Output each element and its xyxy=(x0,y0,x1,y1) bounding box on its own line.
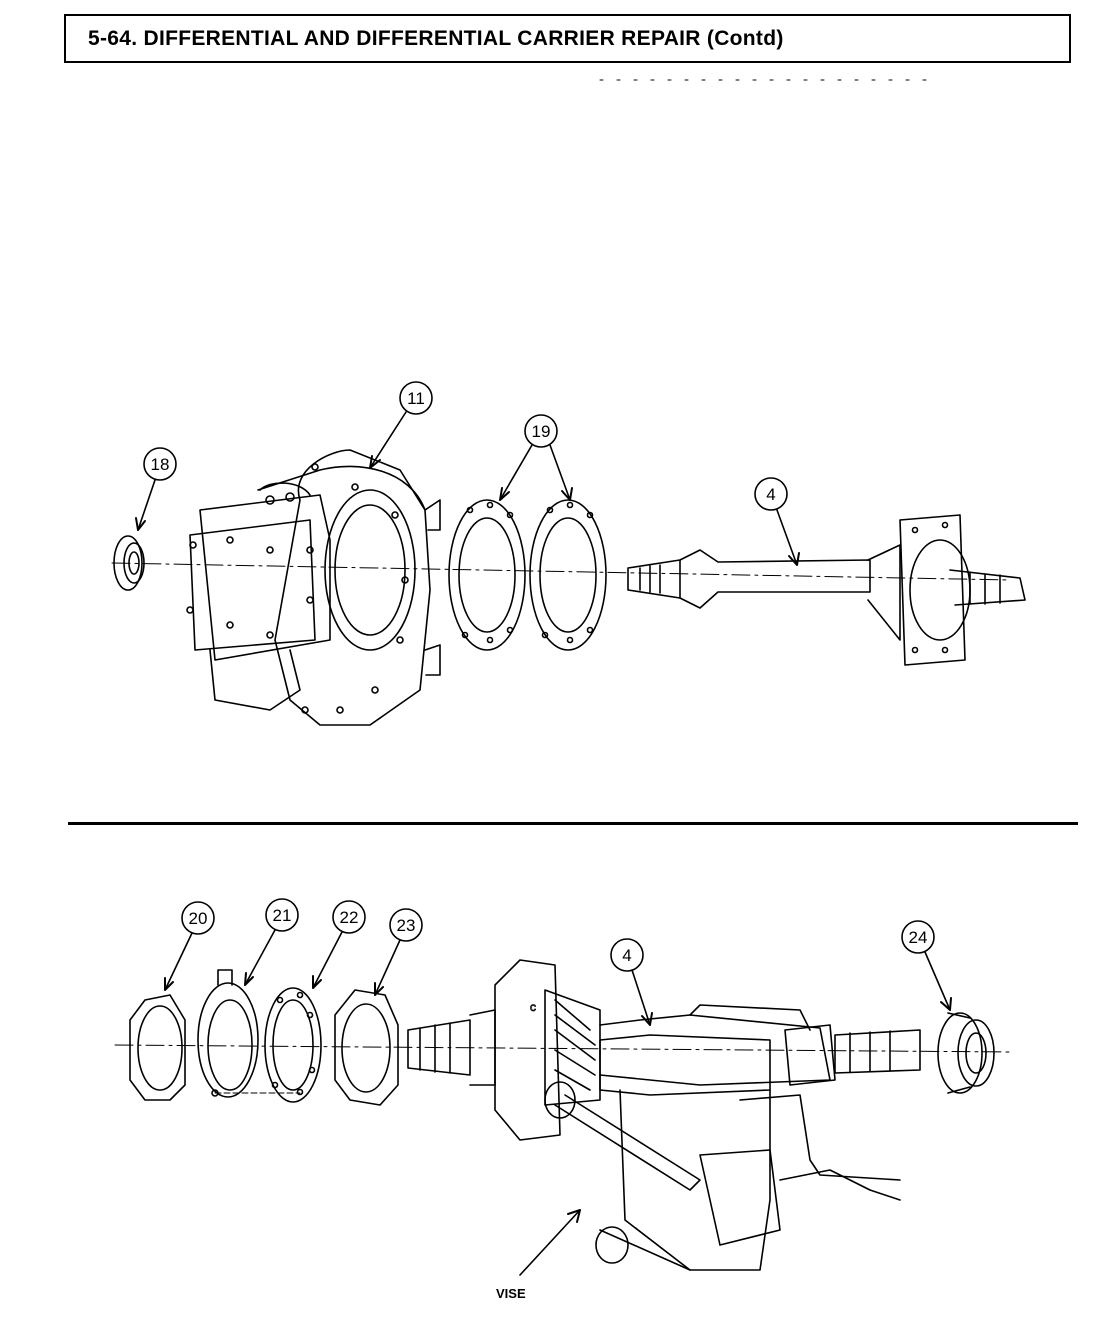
svg-text:19: 19 xyxy=(532,422,551,441)
callout-24: 24 xyxy=(901,920,952,1011)
callout-21: 21 xyxy=(244,898,299,986)
vise-label: VISE xyxy=(496,1286,526,1301)
pinion-shaft-4 xyxy=(627,514,1026,666)
section-header: 5-64. DIFFERENTIAL AND DIFFERENTIAL CARR… xyxy=(64,14,1071,63)
callout-11: 11 xyxy=(369,381,433,469)
callout-23: 23 xyxy=(374,908,423,996)
shim-19-a xyxy=(448,499,526,651)
bearing-24 xyxy=(937,1012,995,1094)
centerline-bottom xyxy=(114,1044,1011,1053)
callout-19: 19 xyxy=(499,414,573,501)
section-divider xyxy=(68,822,1078,825)
vise-callout: VISE xyxy=(496,1209,581,1301)
svg-text:c: c xyxy=(530,1000,536,1014)
top-exploded-view: 11 18 19 4 xyxy=(111,79,1026,726)
svg-text:4: 4 xyxy=(766,485,775,504)
svg-text:4: 4 xyxy=(622,946,631,965)
svg-text:20: 20 xyxy=(189,909,208,928)
callout-22: 22 xyxy=(312,900,366,989)
callout-20: 20 xyxy=(164,901,215,991)
section-title: 5-64. DIFFERENTIAL AND DIFFERENTIAL CARR… xyxy=(88,27,784,50)
callout-18: 18 xyxy=(135,447,177,531)
shim-19-b xyxy=(529,499,607,651)
carrier-housing-11 xyxy=(186,449,441,726)
pinion-in-vise-4: c xyxy=(407,959,921,1271)
seal-18 xyxy=(113,535,145,591)
svg-text:23: 23 xyxy=(397,916,416,935)
svg-text:22: 22 xyxy=(340,908,359,927)
callout-4-top: 4 xyxy=(754,477,800,566)
svg-text:11: 11 xyxy=(407,389,425,408)
callout-4-bottom: 4 xyxy=(610,938,653,1026)
svg-text:21: 21 xyxy=(273,906,292,925)
nut-20 xyxy=(129,994,186,1101)
svg-text:24: 24 xyxy=(909,928,928,947)
svg-text:18: 18 xyxy=(151,455,170,474)
ring-22 xyxy=(264,987,322,1103)
centerline xyxy=(111,562,1011,581)
nut-23 xyxy=(334,989,399,1106)
washer-21 xyxy=(197,969,259,1098)
